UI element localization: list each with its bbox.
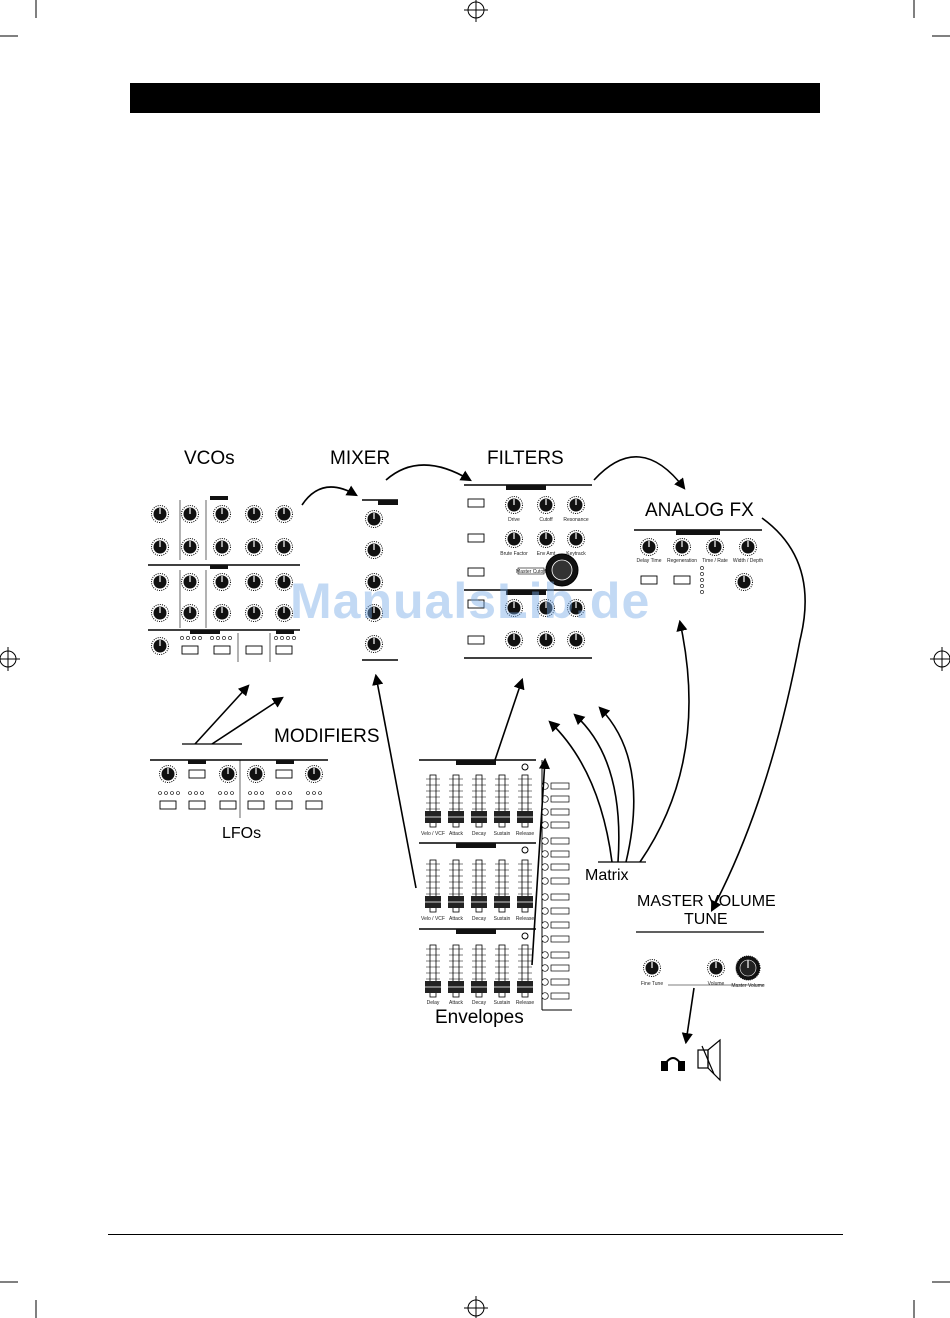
env1-label-sustain: Sustain xyxy=(494,831,511,837)
env3-label-delay: Delay xyxy=(427,1000,440,1006)
header-bar xyxy=(130,83,820,113)
label-master-volume: MASTER VOLUME xyxy=(637,893,776,910)
filter-knob-label-resonance: Resonance xyxy=(563,517,589,523)
speaker-icon xyxy=(697,1038,721,1082)
master-cutoff-label: Master Cutoff xyxy=(516,569,547,575)
vco-panel xyxy=(148,496,300,662)
env2-slider-labels: Velo / VCF Attack Decay Sustain Release xyxy=(421,916,534,922)
connector-lines xyxy=(182,743,646,863)
flow-arrows xyxy=(194,456,806,1045)
master-knob-label-fine-tune: Fine Tune xyxy=(641,981,663,987)
lfo-panel xyxy=(150,759,328,818)
fx-knob-label-time-rate: Time / Rate xyxy=(702,558,728,564)
label-matrix: Matrix xyxy=(585,867,629,884)
filter-knob-label-keytrack: Keytrack xyxy=(566,551,586,557)
env2-label-attack: Attack xyxy=(449,916,463,922)
headphones-icon xyxy=(661,1057,685,1071)
label-modifiers: MODIFIERS xyxy=(274,726,380,747)
label-filters: FILTERS xyxy=(487,448,564,469)
master-knob-label-volume: Volume xyxy=(708,981,725,987)
filter-knob-label-cutoff: Cutoff xyxy=(539,517,553,523)
env1-label-decay: Decay xyxy=(472,831,487,837)
fx-knob-label-delay-time: Delay Time xyxy=(636,558,661,564)
fx-knob-label-regeneration: Regeneration xyxy=(667,558,697,564)
label-analog-fx: ANALOG FX xyxy=(645,500,754,521)
envelopes-panel xyxy=(419,759,536,998)
matrix-panel xyxy=(541,760,572,1011)
env1-label-velo-vcf: Velo / VCF xyxy=(421,831,445,837)
analog-fx-panel xyxy=(634,529,762,594)
watermark: ManualsLib.de xyxy=(290,573,651,629)
env2-label-sustain: Sustain xyxy=(494,916,511,922)
env3-label-release: Release xyxy=(516,1000,535,1006)
env1-label-release: Release xyxy=(516,831,535,837)
env3-label-decay: Decay xyxy=(472,1000,487,1006)
filter-knob-label-brute-factor: Brute Factor xyxy=(500,551,528,557)
filters-panel xyxy=(464,484,592,659)
label-tune: TUNE xyxy=(684,911,728,928)
filter-knob-label-env-amt: Env Amt xyxy=(537,551,556,557)
master-knob-label-master-volume: Master Volume xyxy=(731,983,765,989)
label-vcos: VCOs xyxy=(184,448,235,469)
mixer-panel xyxy=(362,499,398,661)
footer-rule xyxy=(108,1234,843,1235)
env3-slider-labels: Delay Attack Decay Sustain Release xyxy=(427,1000,535,1006)
label-mixer: MIXER xyxy=(330,448,391,469)
env2-label-decay: Decay xyxy=(472,916,487,922)
env1-slider-labels: Velo / VCF Attack Decay Sustain Release xyxy=(421,831,534,837)
label-envelopes: Envelopes xyxy=(435,1007,524,1028)
env3-label-sustain: Sustain xyxy=(494,1000,511,1006)
filter-knob-label-drive: Drive xyxy=(508,517,520,523)
label-lfos: LFOs xyxy=(222,825,262,842)
env2-label-release: Release xyxy=(516,916,535,922)
fx-knob-label-width-depth: Width / Depth xyxy=(733,558,764,564)
env1-label-attack: Attack xyxy=(449,831,463,837)
env3-label-attack: Attack xyxy=(449,1000,463,1006)
env2-label-velo-vcf: Velo / VCF xyxy=(421,916,445,922)
master-panel xyxy=(636,931,764,986)
